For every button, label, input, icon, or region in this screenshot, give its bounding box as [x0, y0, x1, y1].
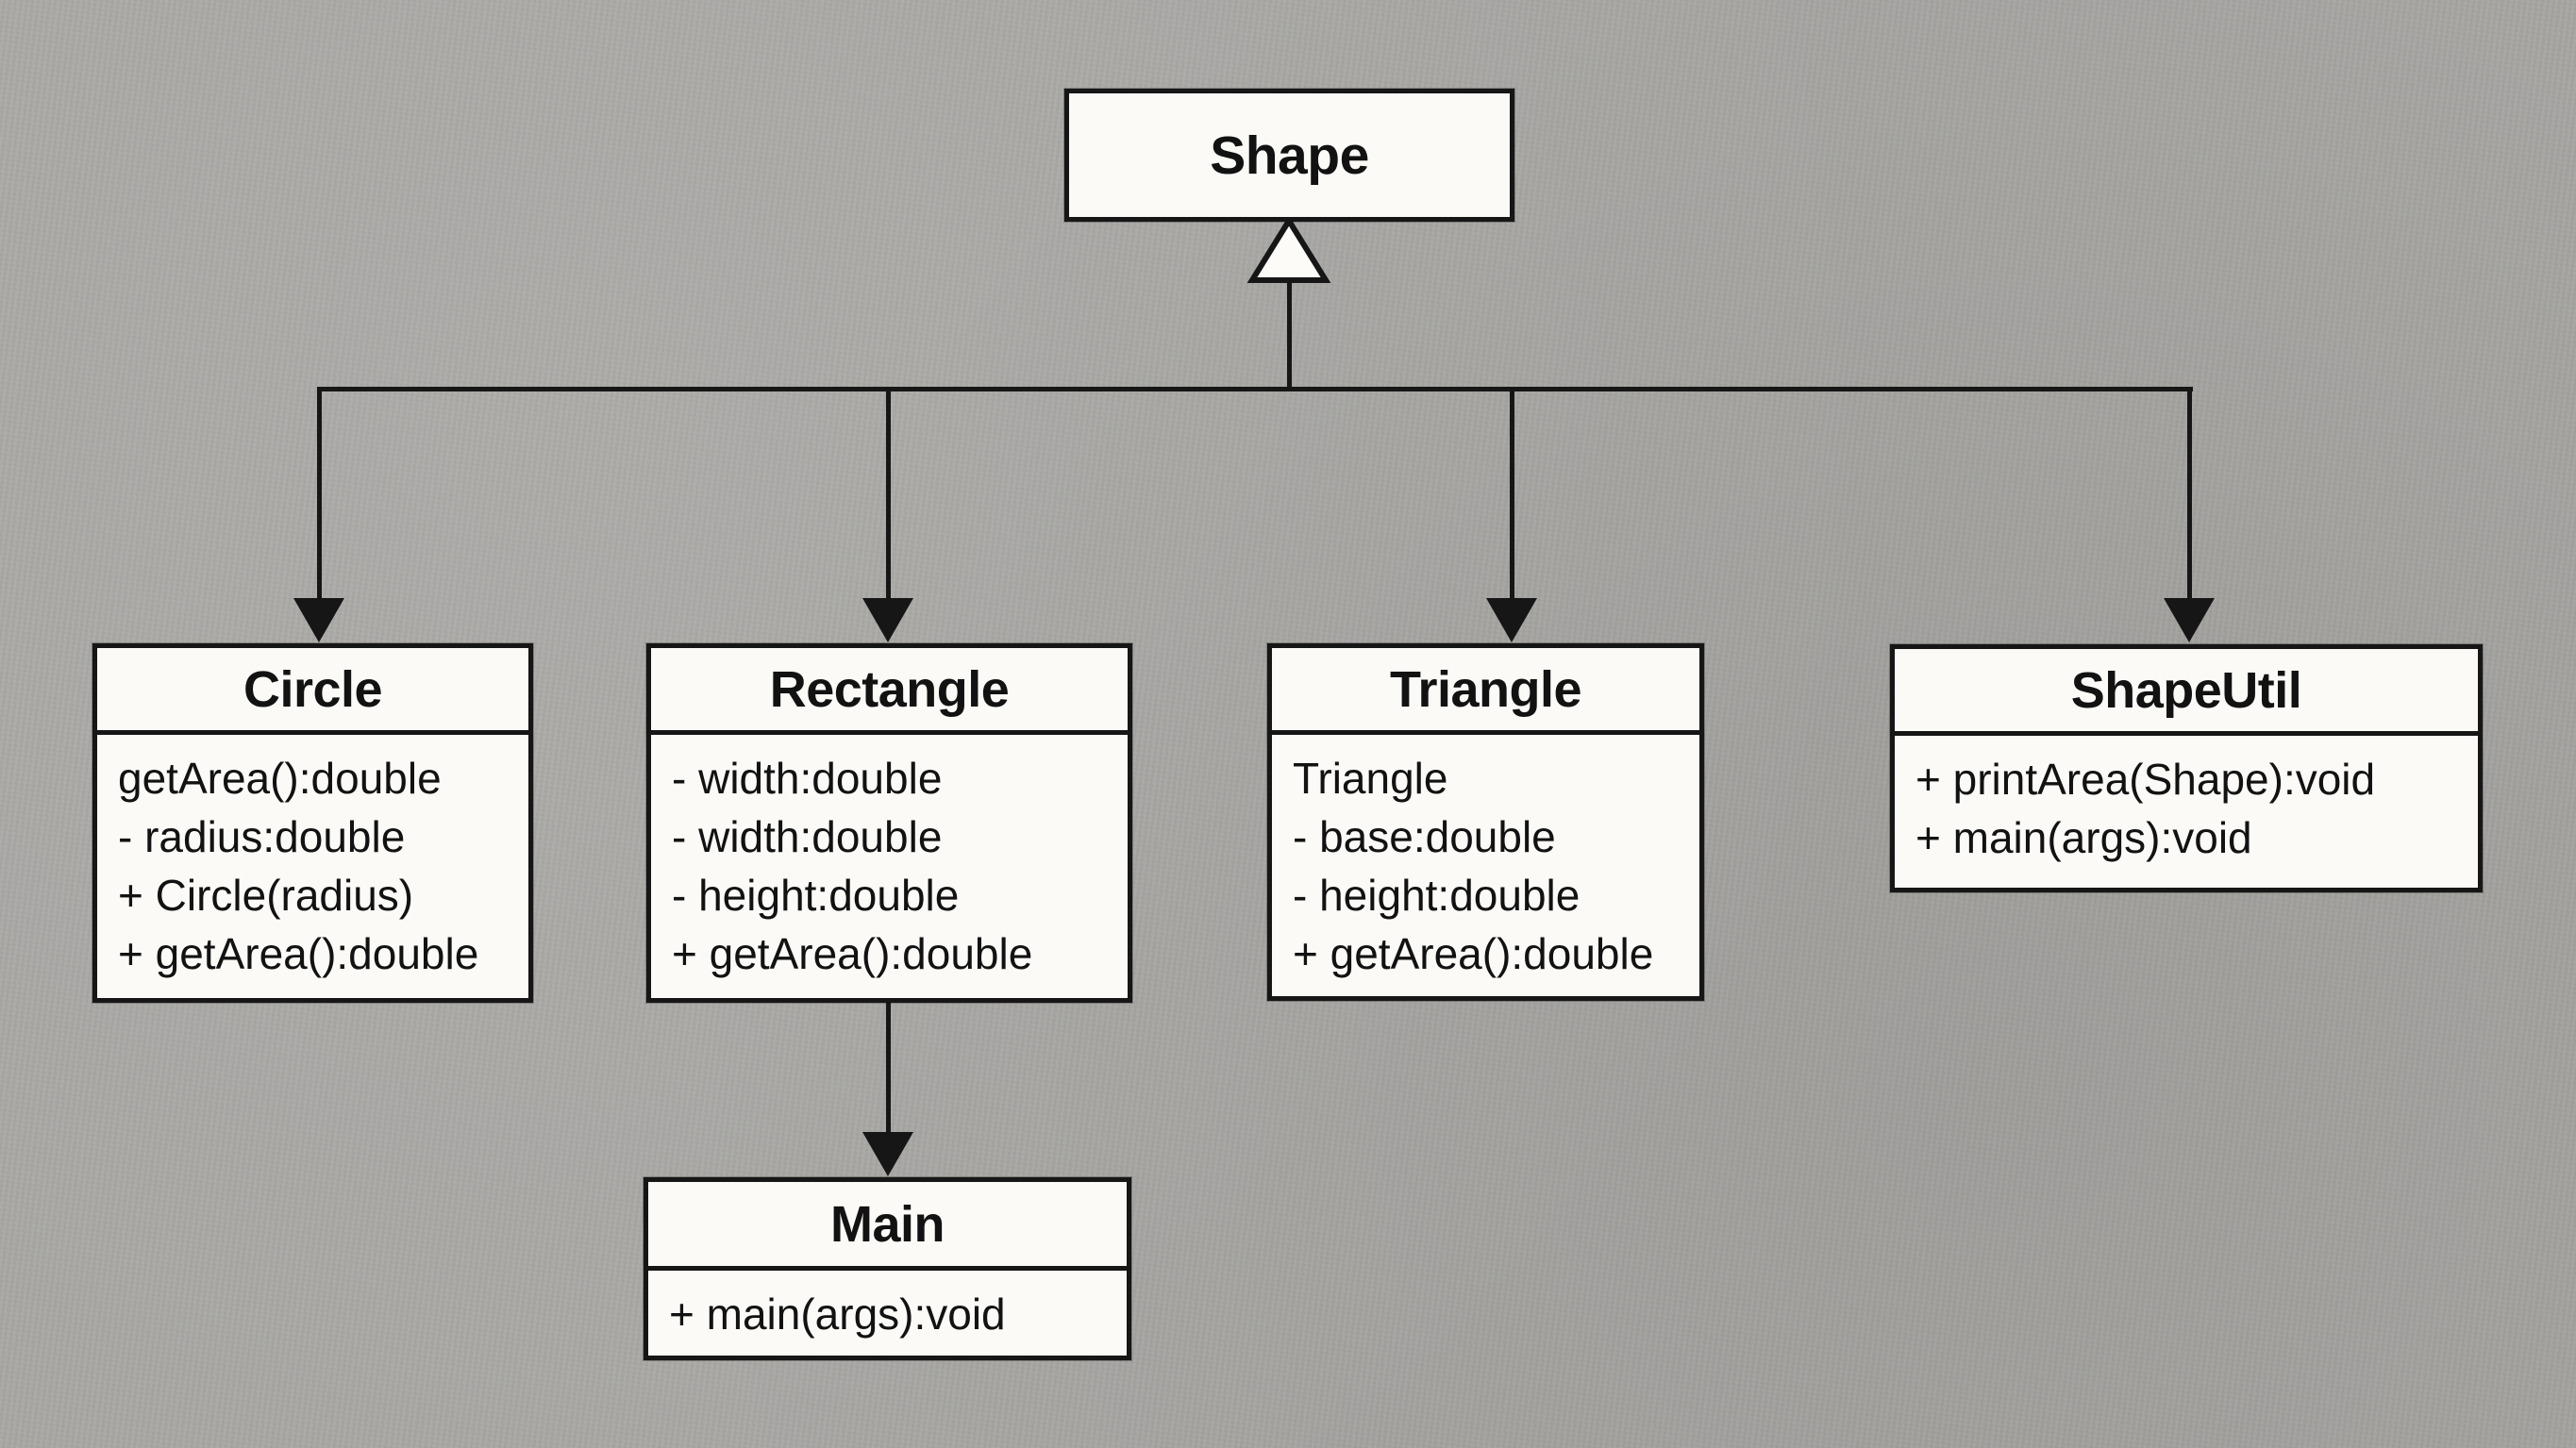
connector-trunk-line: [1287, 279, 1292, 391]
member-row: - radius:double: [118, 812, 406, 861]
member-row: + getArea():double: [1293, 929, 1654, 978]
connector-drop-rectangle: [886, 387, 891, 600]
member-list-main: + main(args):void: [648, 1271, 1127, 1357]
member-row: getArea():double: [118, 754, 442, 803]
member-list-rectangle: - width:double - width:double - height:d…: [651, 735, 1128, 997]
class-box-shapeutil: ShapeUtil + printArea(Shape):void + main…: [1890, 644, 2483, 892]
connector-drop-shapeutil: [2187, 387, 2192, 600]
class-title-main: Main: [648, 1182, 1127, 1271]
class-box-rectangle: Rectangle - width:double - width:double …: [646, 643, 1132, 1003]
member-row: - base:double: [1293, 812, 1556, 861]
member-row: - height:double: [672, 871, 960, 920]
connector-rectangle-to-main: [886, 1002, 891, 1136]
member-row: Triangle: [1293, 754, 1448, 803]
connector-bus-line: [317, 387, 2193, 391]
class-title-triangle: Triangle: [1272, 648, 1699, 735]
member-row: + Circle(radius): [118, 871, 414, 920]
arrow-down-icon: [862, 1132, 913, 1176]
inheritance-hollow-triangle-icon: [1246, 216, 1331, 283]
class-title-shape: Shape: [1210, 125, 1369, 186]
arrow-down-icon: [862, 598, 913, 642]
class-title-shapeutil: ShapeUtil: [1895, 649, 2478, 736]
class-title-circle: Circle: [97, 648, 528, 735]
member-row: - height:double: [1293, 871, 1581, 920]
member-row: + main(args):void: [669, 1290, 1006, 1339]
member-list-shapeutil: + printArea(Shape):void + main(args):voi…: [1895, 736, 2478, 881]
arrow-down-icon: [2164, 598, 2215, 642]
class-box-circle: Circle getArea():double - radius:double …: [92, 643, 533, 1003]
member-list-circle: getArea():double - radius:double + Circl…: [97, 735, 528, 997]
arrow-down-icon: [1486, 598, 1537, 642]
class-box-main: Main + main(args):void: [644, 1177, 1131, 1360]
class-title-rectangle: Rectangle: [651, 648, 1128, 735]
member-row: + getArea():double: [672, 929, 1033, 978]
member-row: + getArea():double: [118, 929, 479, 978]
member-row: - width:double: [672, 754, 943, 803]
class-box-shape: Shape: [1064, 89, 1514, 222]
connector-drop-circle: [317, 387, 322, 600]
connector-drop-triangle: [1510, 387, 1514, 600]
class-box-triangle: Triangle Triangle - base:double - height…: [1267, 643, 1704, 1001]
member-row: + main(args):void: [1915, 813, 2252, 862]
member-list-triangle: Triangle - base:double - height:double +…: [1272, 735, 1699, 997]
member-row: + printArea(Shape):void: [1915, 755, 2376, 804]
arrow-down-icon: [293, 598, 344, 642]
member-row: - width:double: [672, 812, 943, 861]
